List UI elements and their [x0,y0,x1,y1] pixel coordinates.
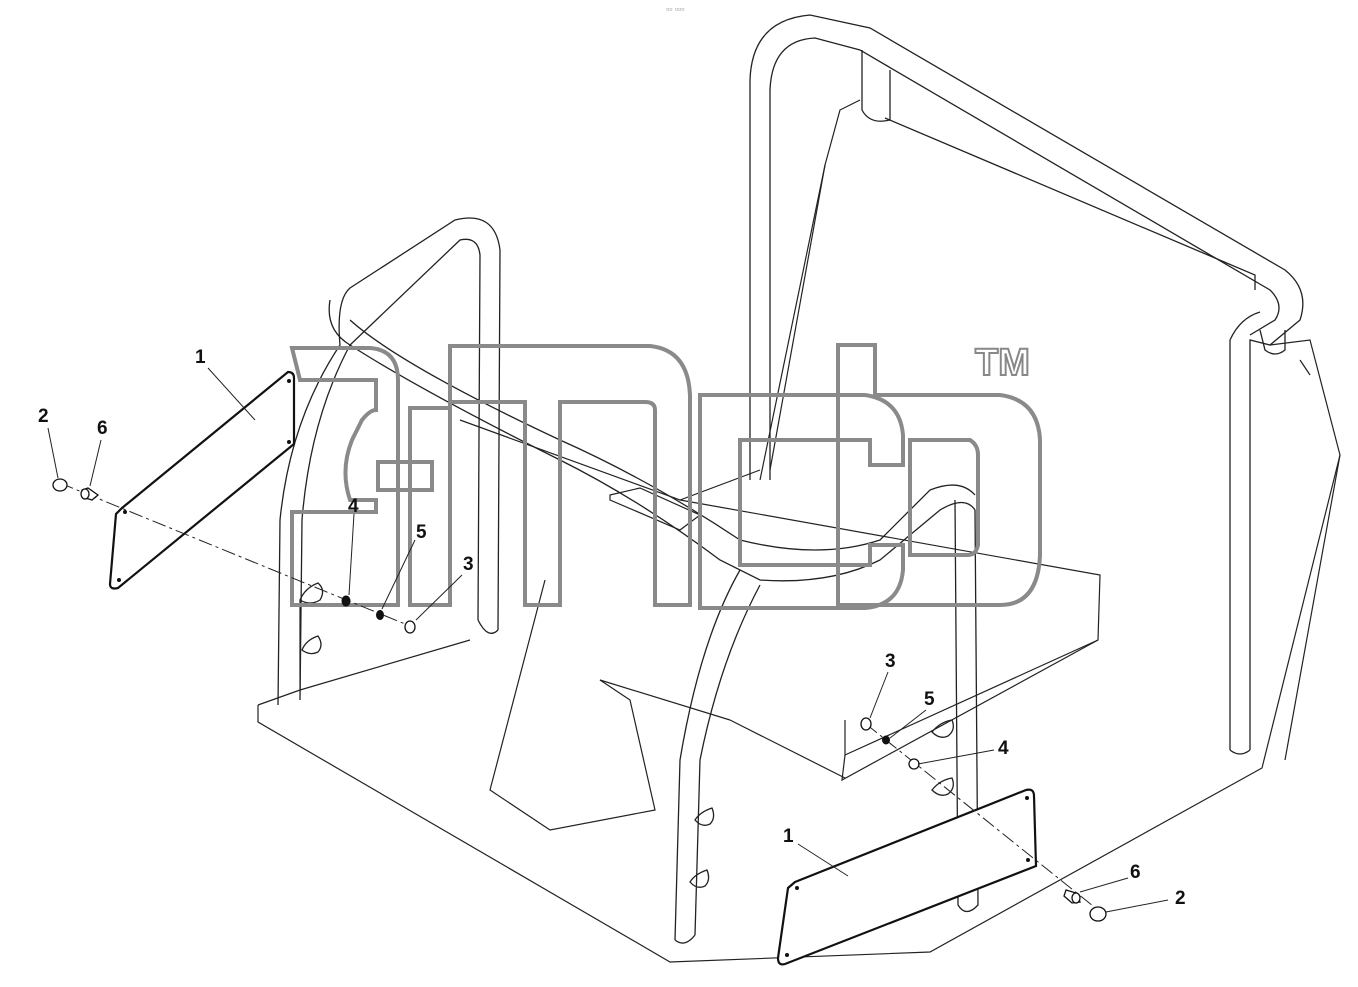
callout-left-4: 4 [348,496,359,517]
header-dots: ▫▫ ▫▫▫ [666,4,684,14]
left-nut-2 [52,478,68,492]
right-washer-4 [908,758,920,770]
callout-right-3: 3 [885,651,896,672]
callout-left-5: 5 [416,522,427,543]
left-bolt-6 [80,487,100,501]
callout-right-1: 1 [783,826,794,847]
callout-right-4: 4 [998,738,1009,759]
right-lock-washer-5 [882,735,890,745]
callout-left-6: 6 [97,418,108,439]
trademark-mark: TM [975,342,1030,384]
left-cover-plate-assembly [47,367,463,634]
callout-right-2: 2 [1175,888,1186,909]
right-bolt-6 [1063,889,1081,904]
roll-bar-tubes [277,14,1304,944]
right-nut-2 [1089,906,1107,922]
right-cover-plate [776,788,1038,966]
left-nut-3 [404,620,416,634]
left-washer-4 [341,595,351,607]
watermark-logo: TM [289,341,1042,610]
callout-right-5: 5 [924,689,935,710]
right-cover-plate-assembly [776,671,1169,966]
callout-labels: 1 2 6 4 5 3 3 5 4 1 6 2 [38,347,1186,909]
callout-right-6: 6 [1130,862,1141,883]
callout-left-2: 2 [38,406,49,427]
right-nut-3 [860,717,872,731]
callout-left-3: 3 [463,554,474,575]
left-lock-washer-5 [376,610,384,620]
left-cover-plate [108,370,296,590]
callout-left-1: 1 [195,347,206,368]
